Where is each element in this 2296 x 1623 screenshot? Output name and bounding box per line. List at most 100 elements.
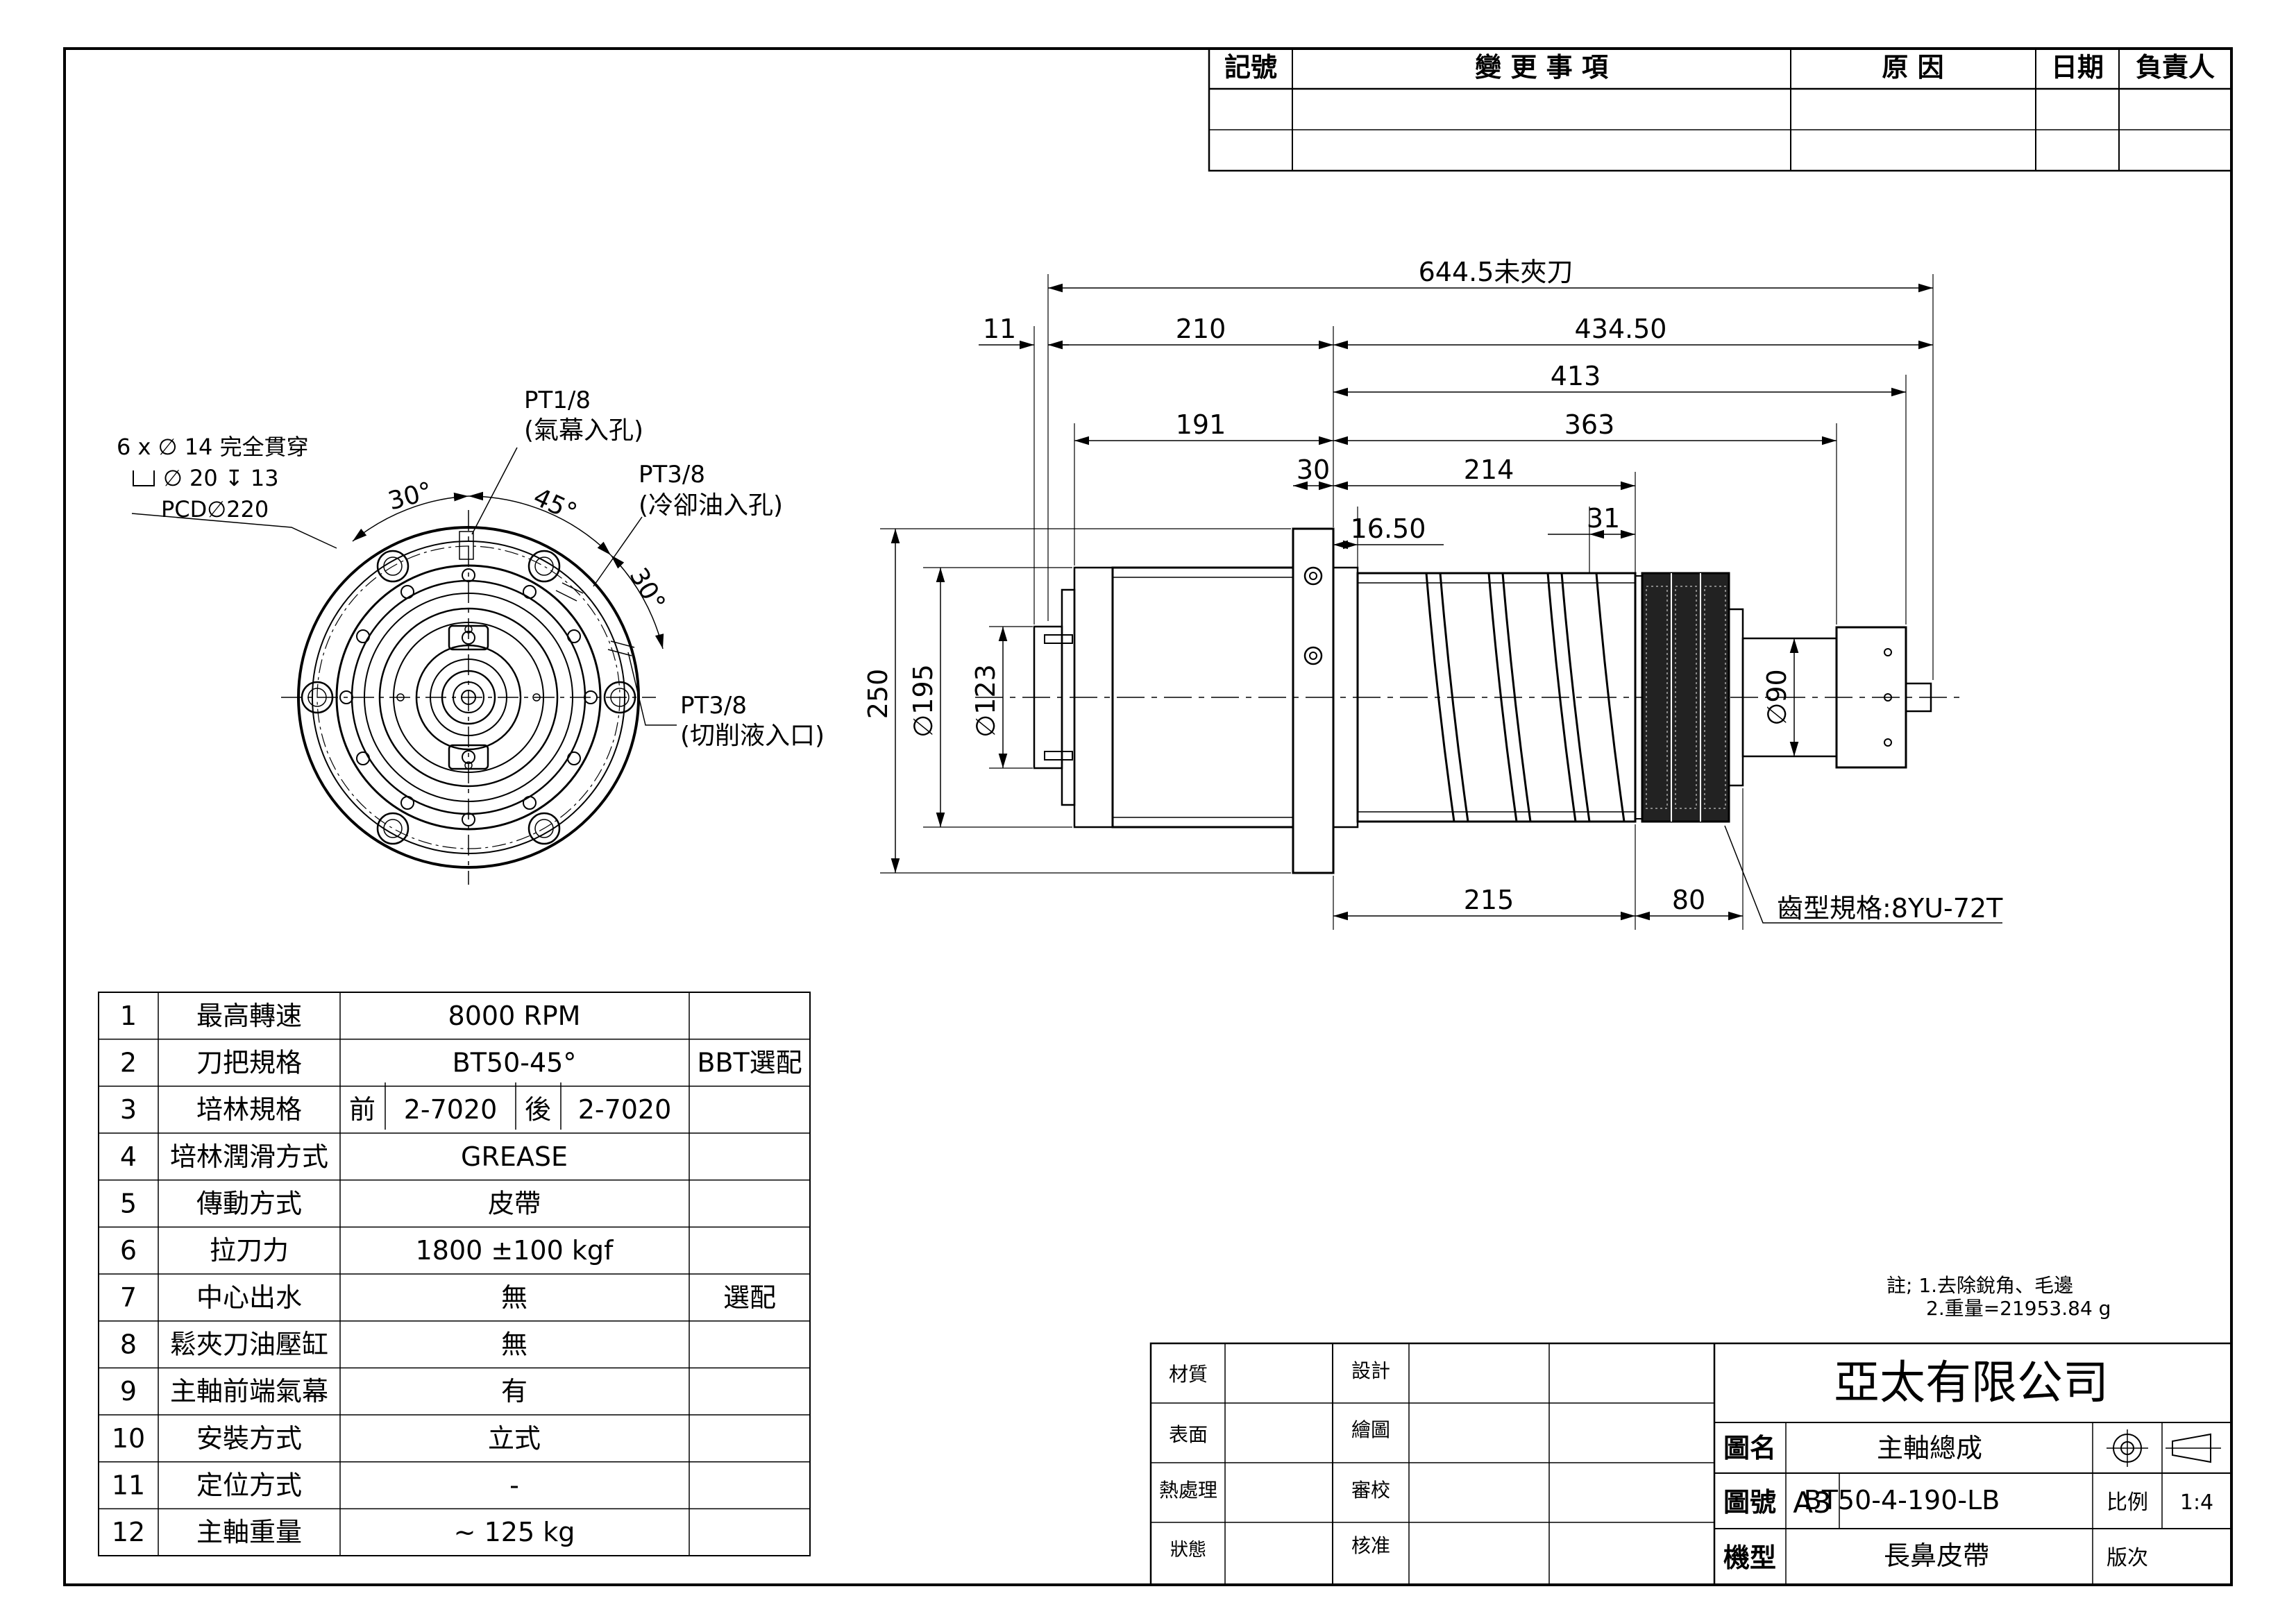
spec-row-item: 培林規格: [196, 1094, 302, 1125]
spec-row-item: 鬆夾刀油壓缸: [170, 1329, 328, 1360]
spec-row-note: BBT選配: [697, 1048, 802, 1078]
label-pt18-desc: (氣幕入孔): [524, 416, 643, 445]
note-counterbore: ∅ 20 ↧ 13: [163, 465, 279, 491]
dim-413: 413: [1551, 361, 1601, 391]
model-name: 長鼻皮帶: [1884, 1540, 1989, 1571]
dim-214: 214: [1464, 454, 1514, 485]
spec-row-number: 2: [120, 1048, 137, 1078]
note-line-1: 註; 1.去除銳角、毛邊: [1886, 1274, 2073, 1297]
dim-80: 80: [1672, 885, 1705, 915]
label-drawing-name: 圖名: [1723, 1433, 1776, 1463]
spec-row-item: 傳動方式: [196, 1189, 302, 1219]
dim-total-length: 644.5未夾刀: [1419, 257, 1573, 287]
dim-434-50: 434.50: [1575, 314, 1667, 344]
spec-row-number: 6: [120, 1235, 137, 1266]
label-version: 版次: [2107, 1546, 2148, 1570]
gear-spec-label: 齒型規格:8YU-72T: [1777, 893, 2003, 924]
spec-row-value: GREASE: [461, 1141, 568, 1172]
spec-row-item: 主軸前端氣幕: [170, 1376, 328, 1407]
revision-header-date: 日期: [2051, 52, 2104, 83]
spec-row-number: 9: [120, 1376, 137, 1407]
spec-row-number: 4: [120, 1141, 137, 1172]
note-line-2: 2.重量=21953.84 g: [1926, 1297, 2111, 1320]
label-state: 狀態: [1170, 1540, 1206, 1561]
spec-row-number: 1: [120, 1001, 137, 1031]
spec-row-number: 11: [112, 1470, 145, 1501]
drawing-number: BT50-4-190-LB: [1804, 1485, 2000, 1515]
spec-row-item: 培林潤滑方式: [170, 1141, 328, 1172]
spec-row-item: 定位方式: [196, 1470, 302, 1501]
side-view: 644.5未夾刀 11 210 434.50 413 191 363 30 21…: [863, 257, 2003, 930]
spec-row-number: 5: [120, 1189, 137, 1219]
spec-row-value: ~ 125 kg: [454, 1517, 575, 1547]
dim-16-50: 16.50: [1351, 513, 1426, 544]
angle-45: 45°: [529, 483, 581, 527]
dim-31: 31: [1587, 503, 1620, 534]
label-pt18: PT1/8: [524, 386, 591, 414]
angle-30-left: 30°: [385, 477, 435, 516]
label-model: 機型: [1723, 1543, 1776, 1573]
label-draw: 繪圖: [1351, 1418, 1390, 1441]
spec-row-item: 最高轉速: [196, 1001, 302, 1031]
spec-row-value: -: [509, 1470, 519, 1501]
dim-dia-90: ∅90: [1762, 669, 1792, 725]
spec-row-value: 8000 RPM: [448, 1001, 581, 1031]
spec-row-item: 拉刀力: [210, 1235, 289, 1266]
sheet-size: A3: [1793, 1486, 1831, 1520]
label-design: 設計: [1351, 1359, 1390, 1382]
spec-row-note: 選配: [723, 1282, 776, 1313]
notes: 註; 1.去除銳角、毛邊 2.重量=21953.84 g: [1886, 1274, 2111, 1320]
dim-11: 11: [983, 314, 1016, 344]
spec-row-value: 立式: [488, 1423, 541, 1454]
title-block: 材質 表面 熱處理 狀態 設計 繪圖 審校 核准 亞太有限公司 圖名 主軸總成 …: [1149, 1342, 2233, 1586]
label-approve: 核准: [1351, 1534, 1390, 1557]
note-through-holes: 6 x ∅ 14 完全貫穿: [117, 434, 309, 460]
dim-191: 191: [1176, 409, 1226, 440]
dim-363: 363: [1564, 409, 1615, 440]
spec-row-value: BT50-45°: [453, 1048, 577, 1078]
dim-250: 250: [863, 669, 893, 720]
label-pt38-cutting-desc: (切削液入口): [680, 722, 825, 750]
counterbore-symbol: [133, 470, 155, 486]
revision-header-owner: 負責人: [2136, 52, 2215, 83]
label-pt38-coolant: PT3/8: [639, 461, 705, 488]
dim-210: 210: [1176, 314, 1226, 344]
revision-table: 記號 變 更 事 項 原 因 日期 負責人: [1208, 47, 2233, 172]
spec-rear-bearing: 2-7020: [578, 1094, 672, 1125]
label-material: 材質: [1169, 1363, 1208, 1386]
label-heat-treatment: 熱處理: [1159, 1479, 1217, 1502]
spec-row-number: 7: [120, 1282, 137, 1313]
dim-30: 30: [1297, 454, 1330, 485]
sheet-border: [63, 47, 2233, 1586]
spec-row-item: 安裝方式: [196, 1423, 302, 1454]
dim-dia-195: ∅195: [908, 664, 938, 738]
dim-dia-123: ∅123: [970, 664, 1001, 738]
angle-30-right: 30°: [624, 563, 670, 616]
spec-row-value: 有: [501, 1376, 527, 1407]
note-pcd: PCD∅220: [161, 496, 269, 522]
spec-front-label: 前: [349, 1094, 375, 1125]
revision-header-reason: 原 因: [1882, 52, 1943, 83]
revision-header-change: 變 更 事 項: [1475, 52, 1609, 83]
dim-215: 215: [1464, 885, 1514, 915]
front-view: 6 x ∅ 14 完全貫穿 ∅ 20 ↧ 13 PCD∅220 PT1/8 (氣…: [117, 386, 825, 885]
spec-row-number: 12: [112, 1517, 145, 1547]
revision-header-mark: 記號: [1224, 52, 1277, 83]
spec-rear-label: 後: [525, 1094, 551, 1125]
label-review: 審校: [1351, 1479, 1390, 1502]
company-name: 亞太有限公司: [1834, 1356, 2109, 1409]
label-surface: 表面: [1169, 1423, 1208, 1446]
spec-row-value: 皮帶: [488, 1189, 541, 1219]
label-pt38-coolant-desc: (冷卻油入孔): [639, 491, 783, 520]
spec-row-number: 8: [120, 1329, 137, 1360]
scale-value: 1:4: [2180, 1490, 2213, 1515]
projection-symbol-icon: [2107, 1429, 2221, 1467]
spec-front-bearing: 2-7020: [404, 1094, 498, 1125]
spec-row-value: 無: [501, 1282, 527, 1313]
label-drawing-number: 圖號: [1723, 1487, 1776, 1518]
spec-row-value: 1800 ±100 kgf: [416, 1235, 614, 1266]
label-scale: 比例: [2107, 1490, 2148, 1515]
spec-row-value: 無: [501, 1329, 527, 1360]
label-pt38-cutting: PT3/8: [680, 692, 747, 720]
